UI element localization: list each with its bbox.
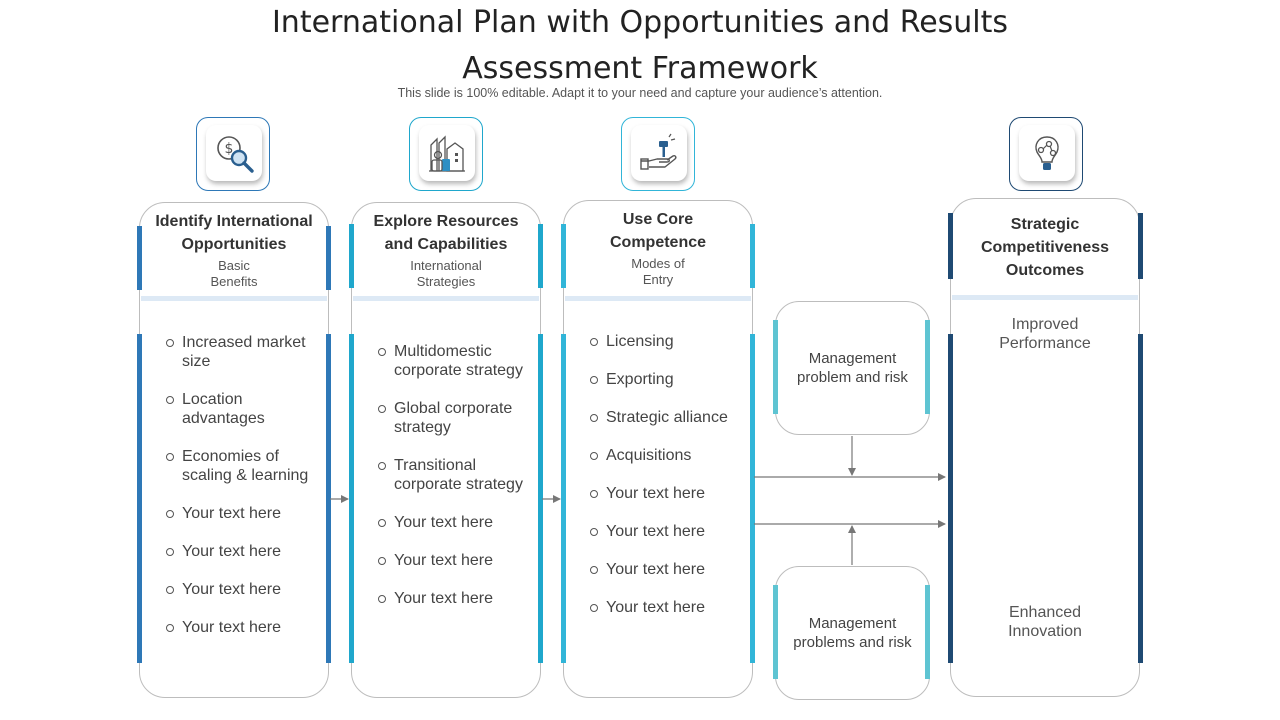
icon-frame-1: $ (196, 117, 270, 191)
accent-bar (349, 334, 354, 663)
hand-hammer-icon (640, 133, 677, 170)
factory-worker-icon (429, 135, 465, 172)
list-item: Your text here (378, 551, 526, 570)
accent-bar (561, 224, 566, 288)
item-list: Multidomestic corporate strategy Global … (378, 342, 526, 627)
accent-bar (773, 585, 778, 679)
list-item: Acquisitions (590, 446, 738, 465)
accent-bar (1138, 213, 1143, 279)
list-item: Location advantages (166, 390, 314, 428)
list-item: Strategic alliance (590, 408, 738, 427)
accent-bar (538, 334, 543, 663)
dollar-magnifier-icon: $ (217, 136, 254, 173)
list-item: Your text here (166, 580, 314, 599)
list-item: Your text here (590, 560, 738, 579)
svg-text:$: $ (225, 141, 234, 157)
accent-bar (137, 226, 142, 290)
item-list: Licensing Exporting Strategic alliance A… (590, 332, 738, 636)
column-title: Use Core Competence (609, 211, 707, 251)
header-divider (565, 296, 751, 301)
accent-bar (925, 585, 930, 679)
accent-bar (1138, 334, 1143, 663)
management-box-bottom: Management problems and risk (775, 566, 930, 700)
header-divider (141, 296, 327, 301)
accent-bar (750, 224, 755, 288)
accent-bar (326, 226, 331, 290)
page-title: International Plan with Opportunities an… (271, 5, 1009, 86)
column-title: Identify International Opportunities (155, 213, 313, 253)
column-explore-resources: Explore Resources and Capabilities Inter… (351, 202, 541, 698)
list-item: Your text here (590, 484, 738, 503)
list-item: Your text here (378, 589, 526, 608)
accent-bar (773, 320, 778, 414)
column-identify-opportunities: Identify International Opportunities Bas… (139, 202, 329, 698)
item-list: Increased market size Location advantage… (166, 333, 314, 656)
accent-bar (925, 320, 930, 414)
list-item: Exporting (590, 370, 738, 389)
column-subtitle: Basic Benefits (210, 258, 258, 289)
bulb-network-icon (1035, 136, 1059, 170)
list-item: Your text here (166, 618, 314, 637)
list-item: Increased market size (166, 333, 314, 371)
list-item: Transitional corporate strategy (378, 456, 526, 494)
column-outcomes: Strategic Competitiveness Outcomes Impro… (950, 198, 1140, 697)
accent-bar (349, 224, 354, 288)
column-title: Explore Resources and Capabilities (373, 213, 519, 253)
management-text: Management problem and risk (797, 350, 908, 386)
accent-bar (948, 213, 953, 279)
icon-frame-3 (621, 117, 695, 191)
list-item: Your text here (166, 542, 314, 561)
list-item: Your text here (378, 513, 526, 532)
accent-bar (326, 334, 331, 663)
accent-bar (561, 334, 566, 663)
column-subtitle: Modes of Entry (631, 256, 685, 287)
list-item: Economies of scaling & learning (166, 447, 314, 485)
accent-bar (948, 334, 953, 663)
management-box-top: Management problem and risk (775, 301, 930, 435)
icon-frame-4 (1009, 117, 1083, 191)
outcome-enhanced-innovation: Enhanced Innovation (1008, 604, 1082, 640)
accent-bar (538, 224, 543, 288)
list-item: Multidomestic corporate strategy (378, 342, 526, 380)
accent-bar (750, 334, 755, 663)
list-item: Your text here (590, 598, 738, 617)
page-subtitle: This slide is 100% editable. Adapt it to… (397, 86, 883, 100)
header-divider (952, 295, 1138, 300)
list-item: Your text here (166, 504, 314, 523)
accent-bar (137, 334, 142, 663)
list-item: Your text here (590, 522, 738, 541)
column-title: Strategic Competitiveness Outcomes (980, 216, 1110, 279)
list-item: Global corporate strategy (378, 399, 526, 437)
header-divider (353, 296, 539, 301)
management-text: Management problems and risk (793, 615, 912, 651)
list-item: Licensing (590, 332, 738, 351)
outcome-improved-performance: Improved Performance (999, 316, 1091, 352)
icon-frame-2 (409, 117, 483, 191)
column-subtitle: International Strategies (410, 258, 482, 289)
